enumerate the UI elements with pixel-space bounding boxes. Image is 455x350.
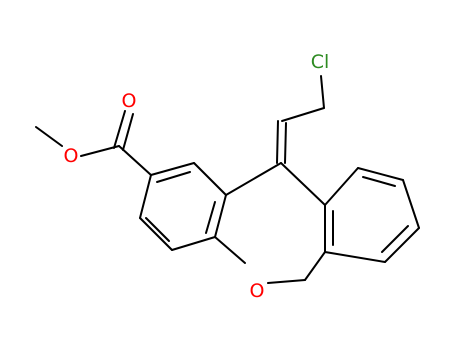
right-benzene-ring: [324, 167, 420, 263]
ring-bond: [225, 162, 282, 196]
ring-inner-double-bond: [381, 225, 409, 253]
ring-bond: [384, 227, 420, 263]
ring-bond: [139, 217, 173, 251]
chloroethylidene-chain: [276, 75, 325, 164]
ring-bond: [193, 162, 227, 196]
carbonyl-double-bond-b: [122, 113, 134, 151]
exocyclic-double-bond-b: [284, 122, 287, 164]
carbonyl-oxygen-label: O: [122, 90, 137, 112]
ring-inner-double-bond: [145, 217, 170, 242]
ring-oxygen-label: O: [250, 280, 265, 302]
carbonyl-ring-bond: [118, 145, 152, 176]
ring-bond: [304, 251, 326, 281]
ring-bond: [171, 236, 216, 251]
chain-bond: [320, 75, 325, 109]
ring-bond: [139, 174, 152, 219]
ester-o-carbonyl-bond: [80, 145, 120, 157]
ring-bond: [402, 179, 420, 229]
ester-oxygen-label: O: [64, 145, 79, 167]
ring-inner-double-bond: [156, 171, 191, 183]
ring-bond: [267, 279, 306, 284]
ring-inner-double-bond: [362, 176, 396, 187]
methyl-bond: [35, 126, 63, 147]
ring-bond: [214, 236, 246, 264]
ring-bond: [280, 162, 326, 206]
ring-bond: [150, 162, 195, 176]
chlorine-atom-label: Cl: [311, 51, 330, 73]
oxepine-ring: [214, 162, 326, 284]
ring-bond: [324, 251, 386, 263]
ring-inner-double-bond: [205, 201, 216, 234]
chain-bond: [281, 107, 325, 122]
methyl-ester-group: [35, 110, 152, 176]
ring-bond: [324, 167, 359, 206]
exocyclic-double-bond-a: [276, 120, 279, 164]
ring-bond: [214, 194, 227, 238]
left-benzene-ring: [139, 162, 227, 251]
carbonyl-double-bond-a: [113, 110, 126, 149]
ring-bond: [357, 167, 404, 181]
